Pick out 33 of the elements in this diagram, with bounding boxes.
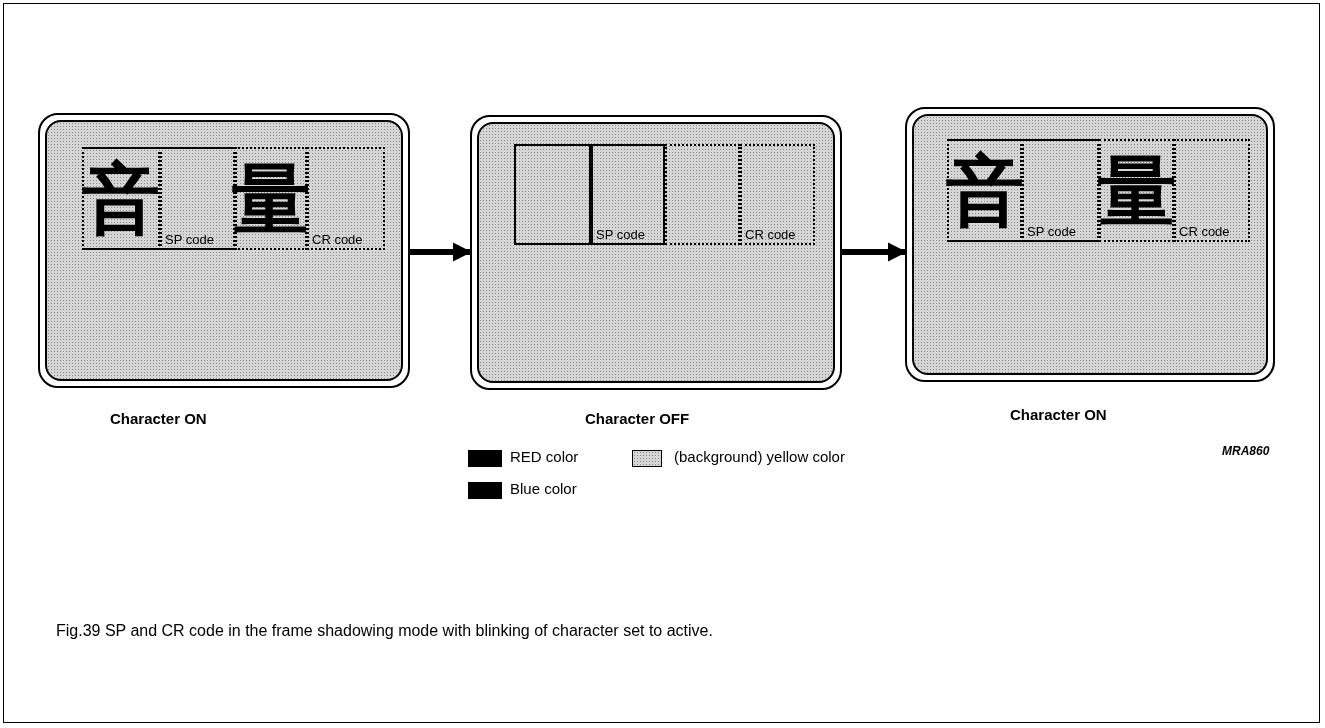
figure-code: MRA860	[1222, 444, 1270, 458]
kanji-character: 音	[82, 159, 160, 238]
arrow	[410, 242, 472, 262]
code-label: SP code	[596, 227, 645, 242]
character-cell	[1099, 139, 1174, 242]
character-cell	[591, 144, 665, 245]
character-cell	[307, 147, 385, 250]
code-label: CR code	[1179, 224, 1230, 239]
screen-frame	[470, 115, 842, 390]
screen-frame	[38, 113, 410, 388]
character-cell	[82, 147, 160, 250]
code-label: SP code	[165, 232, 214, 247]
kanji-character: 量	[1097, 151, 1176, 230]
kanji-character: 量	[232, 159, 310, 238]
figure-caption: Fig.39 SP and CR code in the frame shadowing mode with blinking of character set to active.	[56, 622, 713, 640]
code-label: CR code	[312, 232, 363, 247]
character-cell	[740, 144, 815, 245]
screen-caption: Character ON	[1010, 406, 1107, 423]
character-cell	[1174, 139, 1250, 242]
character-cell	[665, 144, 740, 245]
legend-text: Blue color	[510, 480, 577, 497]
legend-text: RED color	[510, 448, 579, 465]
screen-caption: Character ON	[110, 410, 207, 427]
screen-caption: Character OFF	[585, 410, 690, 427]
character-cell	[514, 144, 591, 245]
screen-frame	[905, 107, 1275, 382]
kanji-character: 音	[945, 151, 1024, 230]
character-cell	[1022, 139, 1099, 242]
arrow	[842, 242, 907, 262]
character-cell	[947, 139, 1022, 242]
legend-text: (background) yellow color	[674, 448, 845, 465]
code-label: CR code	[745, 227, 796, 242]
code-label: SP code	[1027, 224, 1076, 239]
